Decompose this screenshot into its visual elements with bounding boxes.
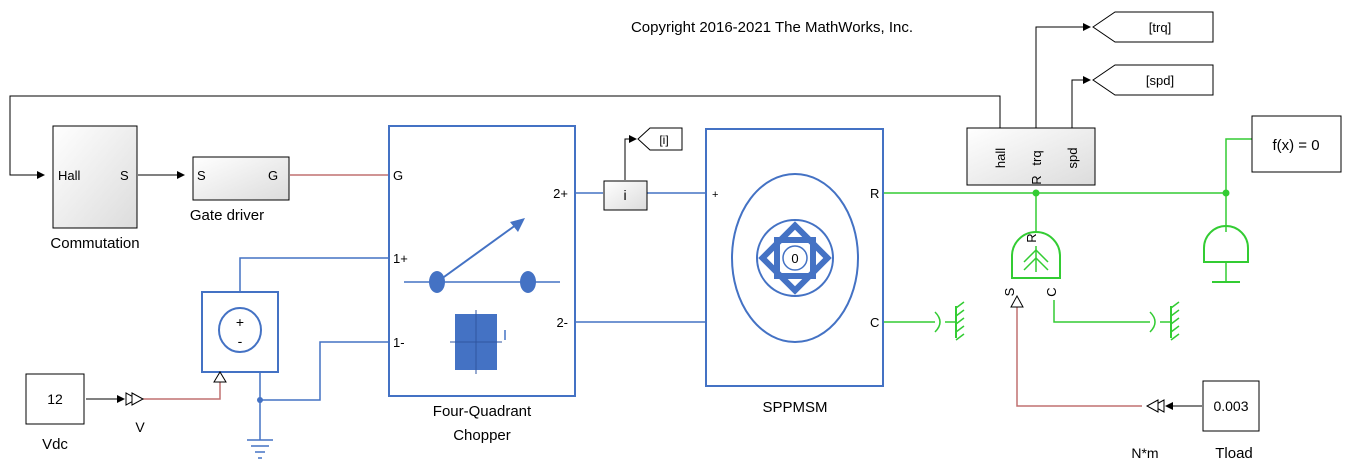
transistor-icon	[450, 310, 506, 374]
goto-i-label: [i]	[659, 133, 668, 147]
chopper-1m-port: 1-	[393, 335, 405, 350]
motor-block[interactable]: R C + 0	[705, 128, 884, 387]
dc-minus-label: -	[238, 333, 243, 349]
commutation-s-port: S	[120, 168, 129, 183]
vdc-unit: V	[135, 419, 145, 435]
current-sensor-label: i	[623, 187, 626, 203]
torque-source-block[interactable]: R S C	[1002, 231, 1061, 308]
svg-text:+: +	[712, 189, 718, 201]
commutation-hall-port: Hall	[58, 168, 81, 183]
dc-plus-label: +	[236, 314, 244, 330]
gate-driver-block[interactable]: S G	[192, 156, 290, 201]
motor-r-port: R	[870, 186, 879, 201]
gate-g-port: G	[268, 168, 278, 183]
plus-wire[interactable]	[239, 257, 390, 292]
chopper-g-port: G	[393, 168, 403, 183]
motor-icon: 0	[731, 173, 859, 343]
gate-driver-label: Gate driver	[190, 207, 264, 224]
goto-trq-tag[interactable]: [trq]	[1092, 11, 1214, 43]
spd-wire[interactable]	[1071, 76, 1091, 128]
junction-dot	[257, 397, 263, 403]
goto-trq-label: [trq]	[1149, 20, 1171, 35]
solver-label: f(x) = 0	[1272, 137, 1319, 154]
goto-spd-tag[interactable]: [spd]	[1092, 64, 1214, 96]
torque-c-wire[interactable]	[1053, 300, 1150, 323]
sensor-r-port: R	[1029, 175, 1044, 184]
i-wire[interactable]	[624, 135, 637, 180]
gate-s-port: S	[197, 168, 206, 183]
copyright-text: Copyright 2016-2021 The MathWorks, Inc.	[631, 19, 913, 36]
motor-c-port: C	[870, 315, 879, 330]
motor-label: SPPMSM	[762, 399, 827, 416]
vdc-value: 12	[47, 391, 63, 407]
vdc-converter-icon[interactable]	[125, 392, 145, 406]
chopper-label-line2: Chopper	[453, 427, 511, 444]
current-sensor-block[interactable]: i	[603, 180, 648, 211]
chopper-block[interactable]: G 1+ 1- 2+ 2-	[388, 125, 576, 397]
mechanical-reference-icon	[1149, 301, 1180, 341]
solver-block[interactable]: f(x) = 0	[1251, 115, 1342, 173]
tload-unit: N*m	[1131, 445, 1158, 461]
torque-s-port: S	[1002, 287, 1017, 296]
minus-wire[interactable]	[259, 341, 390, 401]
commutation-block[interactable]: Hall S	[52, 125, 138, 229]
chopper-2m-port: 2-	[556, 315, 568, 330]
chopper-2p-port: 2+	[553, 186, 568, 201]
solver-wire[interactable]	[1225, 138, 1252, 193]
trq-wire[interactable]	[1035, 23, 1091, 128]
inertia-icon[interactable]	[1203, 225, 1249, 283]
switch-icon	[404, 218, 560, 293]
goto-spd-label: [spd]	[1146, 73, 1174, 88]
vdc-ps-wire[interactable]	[143, 382, 221, 400]
tload-label: Tload	[1215, 445, 1253, 462]
sensor-trq-port: trq	[1029, 150, 1044, 165]
vdc-constant-block[interactable]: 12	[25, 373, 85, 425]
ground-icon	[247, 439, 273, 459]
mechanical-reference-icon	[934, 301, 965, 341]
sensor-hall-port: hall	[993, 148, 1008, 168]
vdc-label: Vdc	[42, 436, 68, 453]
sensor-spd-port: spd	[1065, 148, 1080, 169]
commutation-label: Commutation	[50, 235, 139, 252]
sensor-block[interactable]: hall trq spd R	[966, 127, 1096, 186]
chopper-1p-port: 1+	[393, 251, 408, 266]
chopper-label-line1: Four-Quadrant	[433, 403, 532, 420]
torque-r-port: R	[1024, 233, 1039, 242]
motor-center-label: 0	[791, 251, 798, 266]
goto-i-tag[interactable]: [i]	[637, 127, 683, 151]
tload-value: 0.003	[1213, 398, 1248, 414]
tload-ps-wire[interactable]	[1016, 307, 1142, 407]
dc-voltage-source-block[interactable]: + -	[201, 291, 279, 383]
tload-converter-icon[interactable]	[1145, 399, 1165, 413]
hall-feedback-wire[interactable]	[9, 95, 1001, 179]
tload-constant-block[interactable]: 0.003	[1202, 380, 1260, 432]
torque-c-port: C	[1044, 287, 1059, 296]
